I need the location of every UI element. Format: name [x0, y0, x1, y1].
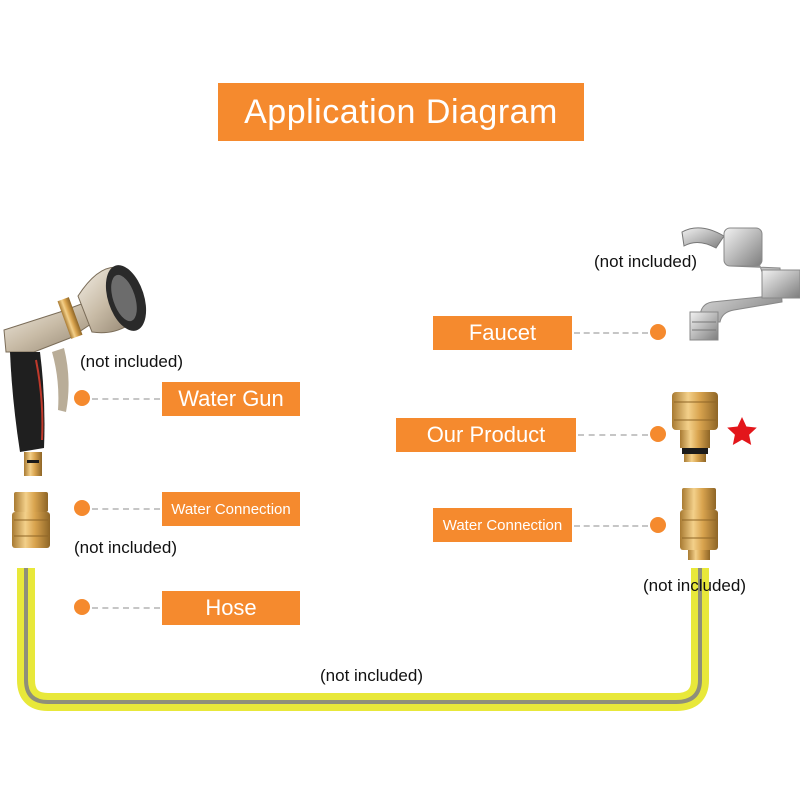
right-connector-illustration	[680, 488, 718, 560]
our-product-label: Our Product	[396, 418, 576, 452]
diagram-title: Application Diagram	[218, 83, 584, 141]
faucet-marker-dot	[650, 324, 666, 340]
water-connection-left-label: Water Connection	[162, 492, 300, 526]
connector-left-note: (not included)	[74, 538, 178, 557]
water-connection-right-marker-dot	[650, 517, 666, 533]
water-gun-leader-line	[92, 398, 160, 400]
faucet-note: (not included)	[594, 252, 698, 271]
faucet-label: Faucet	[433, 316, 572, 350]
our-product-marker-dot	[650, 426, 666, 442]
star-icon	[727, 417, 757, 445]
hose-marker-dot	[74, 599, 90, 615]
hose-label: Hose	[162, 591, 300, 625]
water-connection-right-leader-line	[574, 525, 648, 527]
water-connection-left-leader-line	[92, 508, 160, 510]
hose-note: (not included)	[320, 666, 424, 685]
faucet-illustration	[681, 227, 800, 341]
hose-leader-line	[92, 607, 160, 609]
water-connection-right-label: Water Connection	[433, 508, 572, 542]
water-gun-marker-dot	[74, 390, 90, 406]
hose-illustration	[17, 568, 709, 711]
water-gun-note: (not included)	[80, 352, 184, 371]
water-connection-left-marker-dot	[74, 500, 90, 516]
product-illustration	[672, 392, 718, 462]
faucet-leader-line	[574, 332, 648, 334]
connector-right-note: (not included)	[643, 576, 747, 595]
our-product-leader-line	[578, 434, 648, 436]
left-connector-illustration	[12, 492, 50, 548]
water-gun-illustration	[3, 265, 147, 476]
water-gun-label: Water Gun	[162, 382, 300, 416]
